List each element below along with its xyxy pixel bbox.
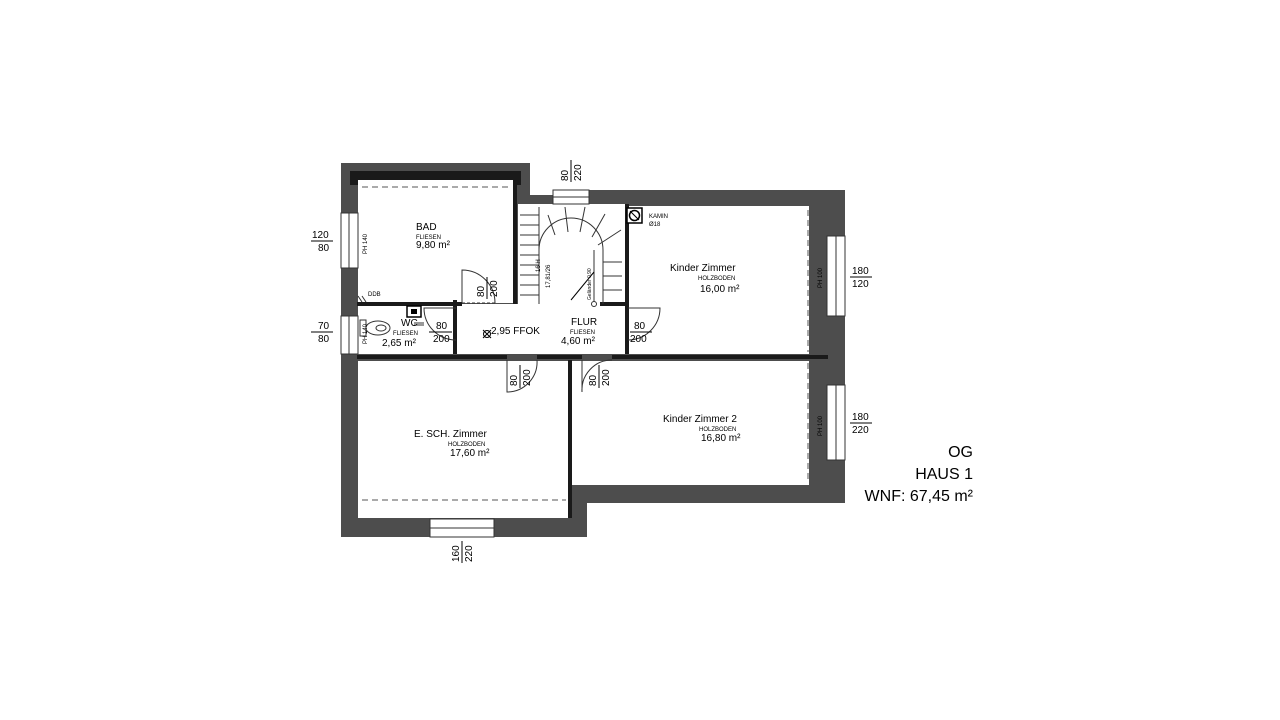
svg-text:80: 80 <box>476 285 487 297</box>
title-house: HAUS 1 <box>915 466 973 483</box>
kamin-size: Ø18 <box>649 222 661 228</box>
svg-text:80: 80 <box>634 321 646 332</box>
svg-text:80: 80 <box>560 169 571 181</box>
dim-stair-window: 80 220 <box>560 160 584 182</box>
svg-text:17,60 m²: 17,60 m² <box>450 448 490 459</box>
dim-bad-window: 120 80 <box>311 230 333 254</box>
room-label-wc: WC FLIESEN 2,65 m² <box>382 318 418 349</box>
ddb-label: DDB <box>368 292 381 298</box>
staircase <box>520 206 622 307</box>
interior-walls <box>357 180 828 518</box>
plan-title: OG HAUS 1 WNF: 67,45 m² <box>865 444 974 505</box>
svg-text:80: 80 <box>318 334 330 345</box>
doors <box>423 269 661 393</box>
svg-text:4,60 m²: 4,60 m² <box>561 336 596 347</box>
svg-text:E. SCH. Zimmer: E. SCH. Zimmer <box>414 429 487 440</box>
svg-text:Kinder Zimmer 2: Kinder Zimmer 2 <box>663 414 737 425</box>
rooms-fill <box>358 180 809 518</box>
svg-text:120: 120 <box>312 230 329 241</box>
svg-text:HOLZBODEN: HOLZBODEN <box>448 442 485 448</box>
stair-rail: Geländer 0,90 <box>587 268 593 300</box>
svg-text:220: 220 <box>573 164 584 181</box>
room-label-flur: FLUR FLIESEN 4,60 m² <box>561 317 597 347</box>
svg-text:80: 80 <box>509 374 520 386</box>
svg-text:FLIESEN: FLIESEN <box>393 331 418 337</box>
ph-wc: PH 140 <box>363 323 369 344</box>
level-marker-icon <box>482 329 492 339</box>
svg-text:80: 80 <box>588 374 599 386</box>
fixtures <box>357 207 643 339</box>
dim-door-esch: 80 200 <box>509 365 533 388</box>
svg-text:FLIESEN: FLIESEN <box>570 330 595 336</box>
dim-door-wc: 80 200 <box>429 321 452 345</box>
dim-kinder1-window: 180 120 <box>850 266 872 290</box>
room-label-esch: E. SCH. Zimmer HOLZBODEN 17,60 m² <box>414 429 490 459</box>
svg-text:200: 200 <box>522 369 533 386</box>
svg-text:BAD: BAD <box>416 222 437 233</box>
svg-text:Kinder Zimmer: Kinder Zimmer <box>670 263 736 274</box>
svg-text:200: 200 <box>601 369 612 386</box>
svg-text:16,80 m²: 16,80 m² <box>701 433 741 444</box>
svg-text:9,80 m²: 9,80 m² <box>416 240 451 251</box>
svg-text:70: 70 <box>318 321 330 332</box>
svg-text:220: 220 <box>852 425 869 436</box>
title-level: OG <box>948 444 973 461</box>
windows <box>340 189 846 538</box>
dim-kinder2-window: 180 220 <box>850 412 872 436</box>
svg-text:HOLZBODEN: HOLZBODEN <box>699 427 736 433</box>
svg-text:200: 200 <box>489 280 500 297</box>
svg-text:80: 80 <box>436 321 448 332</box>
svg-text:WC: WC <box>401 318 418 329</box>
dim-wc-window: 70 80 <box>311 321 333 345</box>
dim-esch-window: 160 220 <box>451 541 475 563</box>
room-label-kinder2: Kinder Zimmer 2 HOLZBODEN 16,80 m² <box>663 414 741 444</box>
svg-text:80: 80 <box>318 243 330 254</box>
level-mark: 2,95 FFOK <box>491 326 540 337</box>
dim-door-kinder2: 80 200 <box>588 365 612 388</box>
title-area: WNF: 67,45 m² <box>865 488 974 505</box>
svg-text:FLIESEN: FLIESEN <box>416 235 441 241</box>
svg-text:120: 120 <box>852 279 869 290</box>
svg-text:220: 220 <box>464 545 475 562</box>
svg-text:FLUR: FLUR <box>571 317 597 328</box>
svg-text:180: 180 <box>852 266 869 277</box>
svg-text:180: 180 <box>852 412 869 423</box>
ph-kinder2: PH 100 <box>818 415 824 436</box>
dashed-lines <box>362 186 809 501</box>
room-label-kinder1: Kinder Zimmer HOLZBODEN 16,00 m² <box>670 263 740 295</box>
svg-text:HOLZBODEN: HOLZBODEN <box>698 276 735 282</box>
dim-door-bad: 80 200 <box>476 277 500 299</box>
dim-door-kinder1: 80 200 <box>630 321 652 345</box>
svg-text:200: 200 <box>630 334 647 345</box>
stair-ratio: 17,81/26 <box>546 264 552 288</box>
svg-text:200: 200 <box>433 334 450 345</box>
svg-text:160: 160 <box>451 545 462 562</box>
svg-text:16,00 m²: 16,00 m² <box>700 284 740 295</box>
room-label-bad: BAD FLIESEN 9,80 m² <box>416 222 451 251</box>
svg-text:2,65 m²: 2,65 m² <box>382 338 417 349</box>
ph-kinder1: PH 100 <box>818 267 824 288</box>
stair-steps: 16 H <box>536 259 542 272</box>
ph-bad: PH 140 <box>363 233 369 254</box>
kamin-label: KAMIN <box>649 214 668 220</box>
